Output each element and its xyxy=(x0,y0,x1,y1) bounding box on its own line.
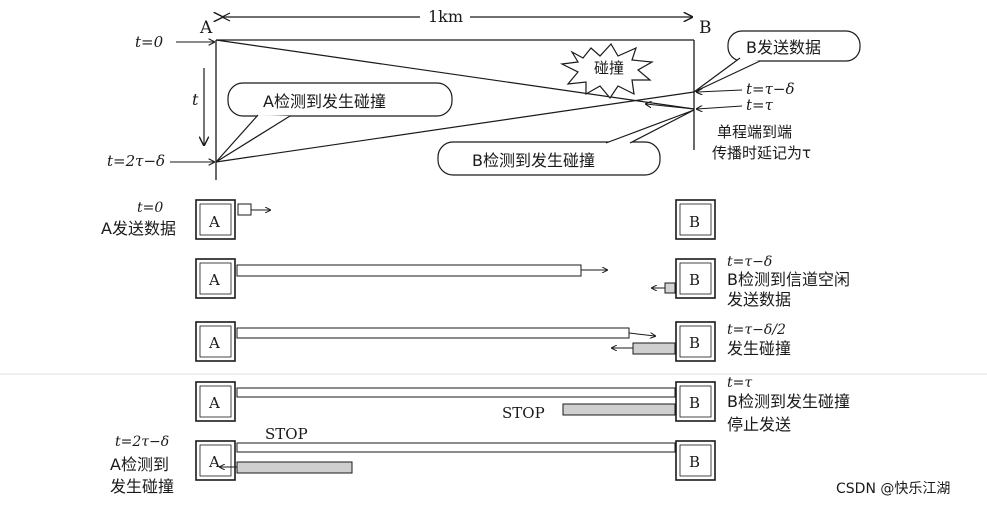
row4-stop: STOP xyxy=(502,404,545,422)
frame-a xyxy=(236,442,676,453)
watermark: CSDN @快乐江湖 xyxy=(836,481,950,497)
frame-b xyxy=(632,342,676,355)
row4-right-desc1: B检测到发生碰撞 xyxy=(727,392,850,411)
callout-b-sends xyxy=(727,30,861,62)
station-a-box xyxy=(195,321,236,362)
row5-left-t: t=2τ−δ xyxy=(115,434,169,450)
row4-right-t: t=τ xyxy=(727,375,752,391)
row2-right-desc2: 发送数据 xyxy=(727,290,791,309)
station-a-label: A xyxy=(199,18,213,38)
row5-left-desc1: A检测到 xyxy=(110,455,169,474)
svg-text:A: A xyxy=(208,271,220,289)
frame-a xyxy=(236,327,630,339)
row2-right-t: t=τ−δ xyxy=(727,254,772,270)
station-a-box xyxy=(195,381,236,422)
row1-left-desc: A发送数据 xyxy=(101,219,176,238)
svg-text:B: B xyxy=(689,394,700,412)
row3-right-t: t=τ−δ/2 xyxy=(727,322,786,338)
frame-a xyxy=(236,387,676,398)
svg-text:B发送数据: B发送数据 xyxy=(746,38,821,57)
callout-b-detects xyxy=(437,141,661,176)
signal-a-to-b xyxy=(215,39,695,110)
svg-text:A: A xyxy=(208,213,220,231)
row3-right-desc: 发生碰撞 xyxy=(727,339,791,358)
station-a-box xyxy=(195,258,236,299)
station-b-box xyxy=(675,440,716,481)
step-row-1: A B t=0 A发送数据 xyxy=(101,199,716,240)
frame-b xyxy=(562,403,676,416)
t-tau-label: t=τ xyxy=(746,96,774,114)
t-axis-label: t xyxy=(192,90,199,109)
note-line1: 单程端到端 xyxy=(717,123,792,141)
svg-text:A检测到发生碰撞: A检测到发生碰撞 xyxy=(263,92,386,111)
station-b-box xyxy=(675,199,716,240)
svg-text:B: B xyxy=(689,213,700,231)
svg-text:B: B xyxy=(689,453,700,471)
t-tau-delta-label: t=τ−δ xyxy=(746,80,795,98)
station-b-box xyxy=(675,381,716,422)
frame-b xyxy=(236,461,353,474)
note-line2: 传播时延记为τ xyxy=(712,144,811,162)
station-b-label: B xyxy=(699,18,712,38)
signal-b-to-a xyxy=(215,91,695,163)
svg-text:B: B xyxy=(689,271,700,289)
step-row-5: A B STOP t=2τ−δ A检测到 发生碰撞 xyxy=(110,425,716,496)
station-a-box xyxy=(195,440,236,481)
distance-label: 1km xyxy=(428,7,463,26)
step-row-3: A B t=τ−δ/2 发生碰撞 xyxy=(195,321,791,362)
station-b-box xyxy=(675,258,716,299)
collision-burst xyxy=(559,42,654,100)
svg-text:A: A xyxy=(208,394,220,412)
station-b-box xyxy=(675,321,716,362)
collision-label: 碰撞 xyxy=(594,59,624,77)
row4-right-desc2: 停止发送 xyxy=(727,415,791,434)
t0-label: t=0 xyxy=(135,33,164,51)
row1-left-t: t=0 xyxy=(137,200,163,216)
station-a-box xyxy=(195,199,236,240)
svg-text:A: A xyxy=(208,334,220,352)
svg-text:B检测到发生碰撞: B检测到发生碰撞 xyxy=(472,151,595,170)
svg-text:B: B xyxy=(689,334,700,352)
row5-stop: STOP xyxy=(265,425,308,443)
step-row-4: A B STOP t=τ B检测到发生碰撞 停止发送 xyxy=(195,375,850,434)
t2tau-label: t=2τ−δ xyxy=(107,152,165,170)
row2-right-desc1: B检测到信道空闲 xyxy=(727,270,850,289)
svg-text:A: A xyxy=(208,453,220,471)
timing-diagram: A B 1km t t=0 t=2τ−δ 碰撞 B发送数据 A检测到发 xyxy=(107,7,861,180)
step-row-2: A B t=τ−δ B检测到信道空闲 发送数据 xyxy=(195,254,850,309)
callout-a-detects xyxy=(227,82,453,117)
frame-a xyxy=(236,264,582,277)
row5-left-desc2: 发生碰撞 xyxy=(110,477,174,496)
frame-b xyxy=(664,282,676,294)
